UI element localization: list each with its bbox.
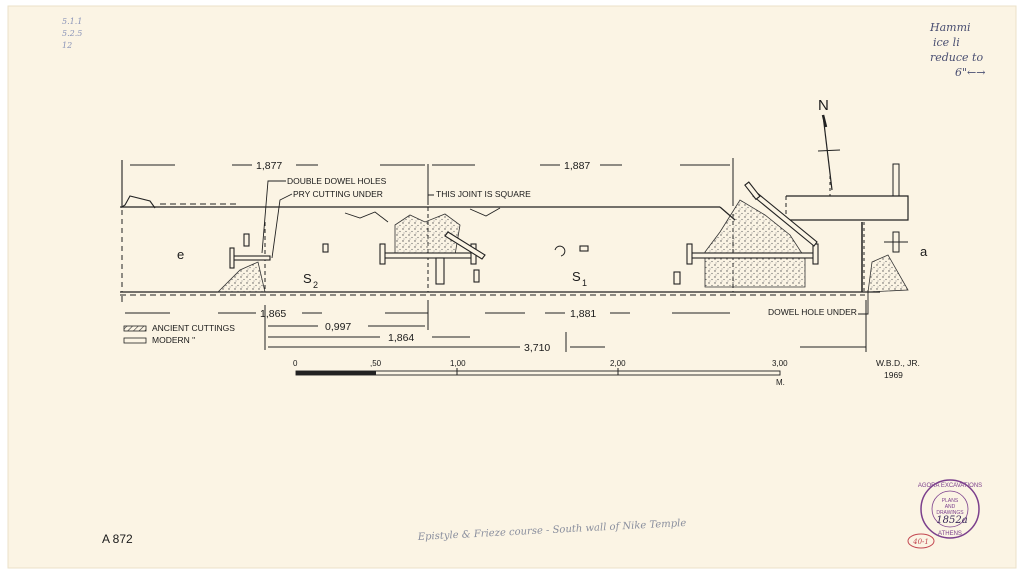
scale-tick-100: 1,00 (450, 359, 466, 368)
author-credit: W.B.D., JR. 1969 (876, 358, 920, 380)
block-labels: e S 2 S 1 a (177, 244, 928, 290)
legend-swatch-ancient (123, 325, 147, 332)
north-label: N (818, 97, 829, 114)
annotations: DOUBLE DOWEL HOLES PRY CUTTING UNDER THI… (261, 164, 869, 317)
dim-total: 3,710 (524, 342, 550, 354)
clamp-cuttings (229, 181, 819, 285)
svg-text:5.2.5: 5.2.5 (62, 29, 82, 38)
scale-tick-300: 3,00 (772, 359, 788, 368)
dim-top-left: 1,877 (256, 160, 282, 172)
svg-text:Hammi: Hammi (929, 21, 971, 34)
svg-text:ATHENS: ATHENS (938, 531, 962, 537)
block-a: a (920, 244, 928, 259)
note-pry-cutting: PRY CUTTING UNDER (293, 189, 383, 199)
scale-tick-0: 0 (293, 359, 298, 368)
svg-text:5.1.1: 5.1.1 (62, 17, 82, 26)
pencil-note-top-left: 5.1.1 5.2.5 12 (62, 17, 82, 50)
svg-text:1: 1 (582, 278, 587, 288)
scale-tick-50: ,50 (370, 359, 382, 368)
svg-text:AND: AND (945, 504, 956, 510)
svg-text:reduce to: reduce to (930, 51, 983, 64)
author-name: W.B.D., JR. (876, 358, 920, 368)
svg-text:AGORA EXCAVATIONS: AGORA EXCAVATIONS (918, 483, 982, 489)
dim-mid-a: 0,997 (325, 321, 351, 333)
block-e: e (177, 247, 184, 262)
svg-text:PLANS: PLANS (942, 498, 959, 504)
svg-text:DRAWINGS: DRAWINGS (936, 510, 964, 516)
note-joint-square: THIS JOINT IS SQUARE (436, 189, 531, 199)
scale-unit: M. (776, 378, 785, 387)
block-s2: S (303, 271, 312, 286)
dim-bottom-left: 1,865 (260, 308, 286, 320)
svg-text:2: 2 (313, 280, 318, 290)
stamp-number: 1852a (936, 515, 967, 526)
stamp-tag: 40-1 (912, 538, 929, 546)
archive-stamp: AGORA EXCAVATIONS ATHENS PLANS AND DRAWI… (907, 479, 982, 549)
dim-top-right: 1,887 (564, 160, 590, 172)
note-dowel-under: DOWEL HOLE UNDER (768, 307, 857, 317)
legend: ANCIENT CUTTINGS MODERN " (123, 323, 235, 345)
broken-areas (217, 199, 909, 293)
note-double-dowel: DOUBLE DOWEL HOLES (287, 176, 387, 186)
scale-bar: 0 ,50 1,00 2,00 3,00 M. (293, 359, 788, 387)
legend-ancient-label: ANCIENT CUTTINGS (152, 323, 235, 333)
author-year: 1969 (884, 370, 903, 380)
dimension-lines: 1,877 1,887 1,865 1,881 0,997 1,864 3,71… (121, 158, 867, 354)
svg-text:6"←→: 6"←→ (955, 66, 986, 79)
scale-tick-200: 2,00 (610, 359, 626, 368)
svg-text:ice li: ice li (933, 36, 960, 49)
dim-mid-b: 1,864 (388, 332, 414, 344)
legend-modern-label: MODERN " (152, 335, 195, 345)
paper-sheet (7, 5, 1017, 569)
legend-swatch-modern (123, 337, 147, 344)
dim-bottom-right: 1,881 (570, 308, 596, 320)
pencil-note-top-right: Hammi ice li reduce to 6"←→ (929, 21, 986, 79)
catalog-number: A 872 (102, 532, 133, 546)
svg-text:12: 12 (62, 41, 72, 50)
block-s1: S (572, 269, 581, 284)
